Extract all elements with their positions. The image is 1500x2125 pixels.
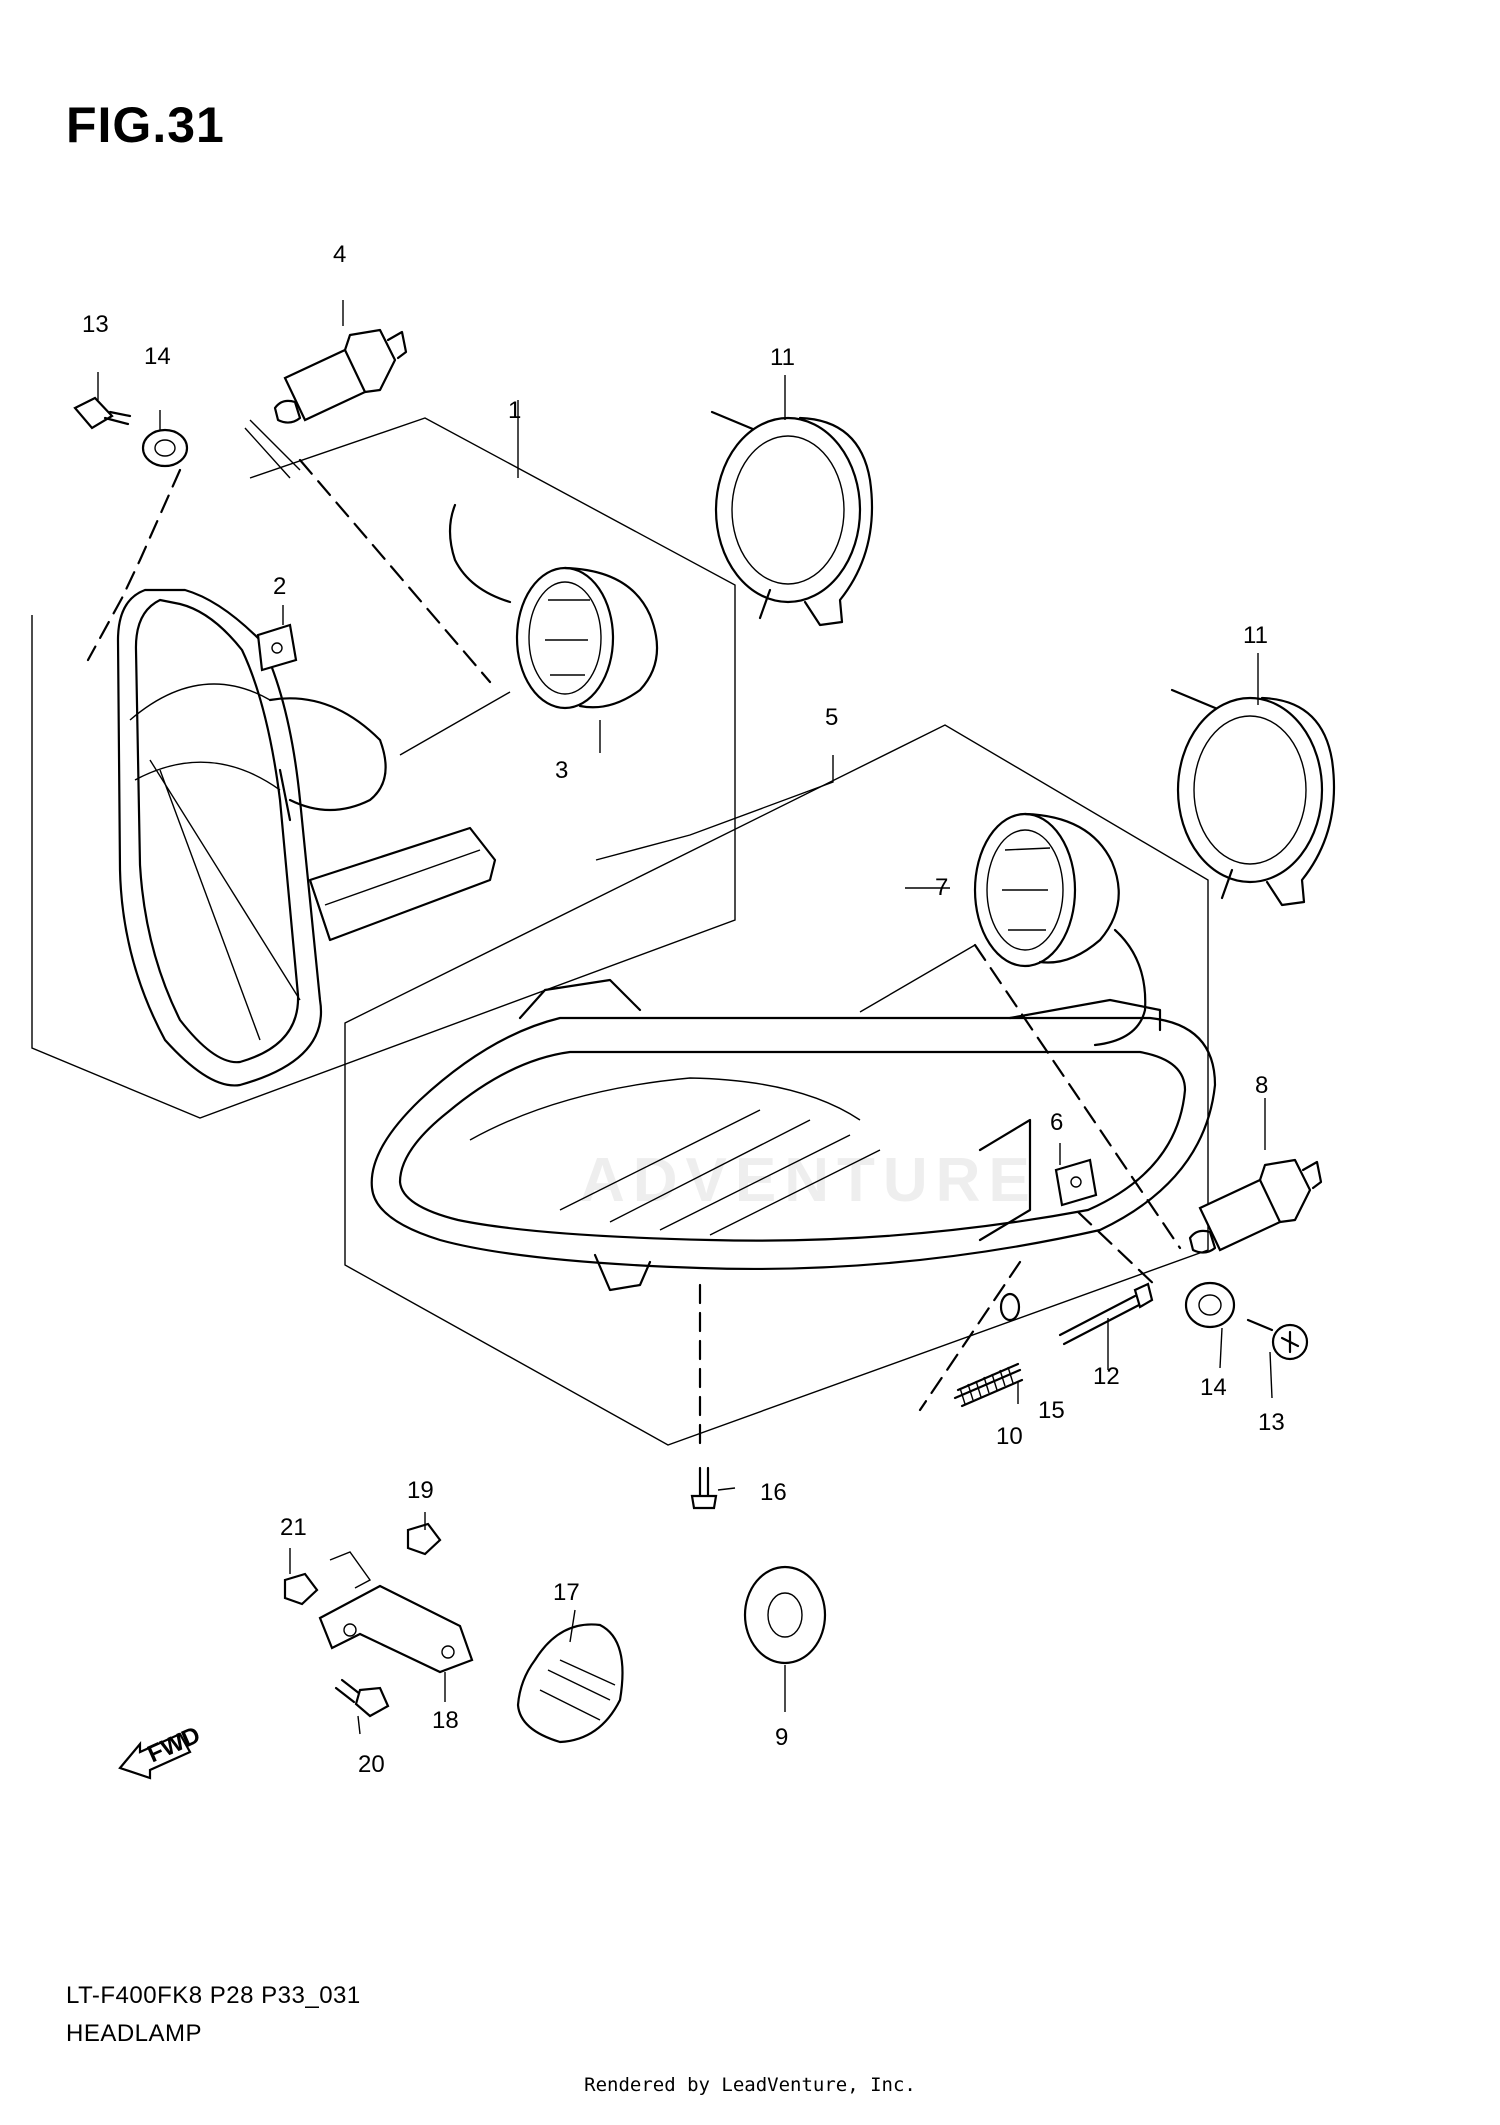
socket-7: [973, 812, 1147, 1047]
bulb-cover-11-upper: [710, 410, 874, 627]
bulb-4: [273, 328, 408, 424]
bulb-cover-11-lower: [1170, 688, 1336, 907]
callout-13-lower: 13: [1258, 1409, 1285, 1436]
bulb-8: [1188, 1158, 1323, 1254]
callout-21: 21: [280, 1514, 307, 1541]
callout-4: 4: [333, 241, 346, 268]
callout-8: 8: [1255, 1072, 1268, 1099]
model-reference-code: LT-F400FK8 P28 P33_031: [66, 1982, 361, 2009]
headlamp-1-group-box: [31, 417, 736, 1119]
headlamp-5-group-box: [344, 724, 1209, 1446]
figure-title: FIG.31: [66, 97, 225, 153]
grommet-9: [743, 1565, 827, 1665]
clip-2: [256, 623, 298, 672]
callout-19: 19: [407, 1477, 434, 1504]
bolt-20: [334, 1678, 390, 1718]
callout-7: 7: [935, 874, 948, 901]
clip-6: [1054, 1158, 1098, 1207]
render-credit: Rendered by LeadVenture, Inc.: [584, 2074, 916, 2096]
callout-9: 9: [775, 1724, 788, 1751]
screw-16: [690, 1466, 718, 1510]
bracket-18: [318, 1584, 474, 1674]
washer-15: [999, 1292, 1021, 1322]
socket-3: [448, 503, 659, 710]
callout-16: 16: [760, 1479, 787, 1506]
screw-13-upper: [73, 396, 132, 430]
callout-12: 12: [1093, 1363, 1120, 1390]
fwd-direction-arrow: FWD: [118, 1721, 205, 1780]
diagram-name: HEADLAMP: [66, 2020, 203, 2047]
callout-11-lower: 11: [1243, 622, 1268, 649]
spring-10: [953, 1362, 1024, 1408]
callout-labels: 1 2 3 4 5 6 7 8 9 10 11 11 12 13 13 14 1…: [82, 241, 1285, 1778]
screw-13-lower: [1246, 1318, 1309, 1361]
callout-18: 18: [432, 1707, 459, 1734]
callout-14-upper: 14: [144, 343, 171, 370]
callout-13-upper: 13: [82, 311, 109, 338]
nut-21: [283, 1572, 319, 1606]
headlamp-housing-5: [370, 978, 1217, 1292]
reflector-17: [516, 1623, 624, 1744]
callout-10: 10: [996, 1423, 1023, 1450]
callout-5: 5: [825, 704, 838, 731]
callout-20: 20: [358, 1751, 385, 1778]
headlamp-housing-1: [116, 588, 497, 1087]
callout-3: 3: [555, 757, 568, 784]
assembly-leader-lines: [86, 300, 1273, 1735]
fwd-label: FWD: [144, 1721, 205, 1768]
callout-11-upper: 11: [770, 344, 795, 371]
callout-17: 17: [553, 1579, 580, 1606]
grommet-14-upper: [141, 428, 189, 468]
callout-1: 1: [508, 397, 521, 424]
nut-19: [406, 1522, 442, 1556]
callout-6: 6: [1050, 1109, 1063, 1136]
callout-14-lower: 14: [1200, 1374, 1227, 1401]
callout-15: 15: [1038, 1397, 1065, 1424]
bolt-12: [1058, 1282, 1154, 1346]
callout-2: 2: [273, 573, 286, 600]
grommet-14-lower: [1184, 1281, 1236, 1329]
